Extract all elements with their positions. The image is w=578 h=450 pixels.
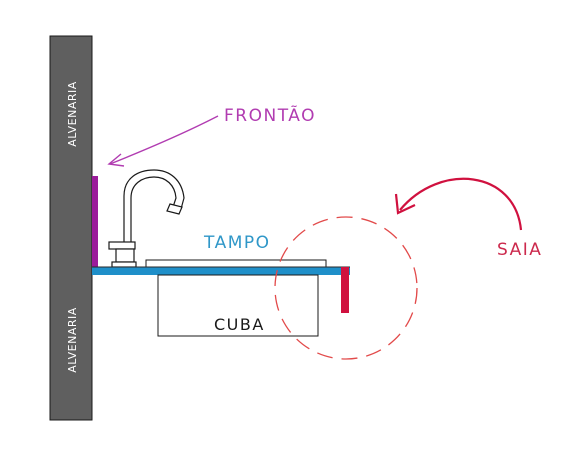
basin <box>157 274 319 337</box>
fronton-arrow <box>109 115 219 165</box>
skirt-arrowhead <box>394 193 416 215</box>
basin-rim <box>145 259 327 268</box>
faucet <box>108 169 185 268</box>
masonry-wall <box>49 35 93 421</box>
skirt-label: SAIA <box>497 240 542 260</box>
fronton-backsplash <box>92 176 98 268</box>
basin-label: CUBA <box>214 315 265 334</box>
detail-circle <box>274 216 418 360</box>
wall-label-top: ALVENARIA <box>66 81 79 147</box>
wall-label-bottom: ALVENARIA <box>66 307 79 373</box>
countertop <box>92 267 350 275</box>
skirt <box>341 267 349 313</box>
skirt-arrow <box>399 177 523 231</box>
fronton-label: FRONTÃO <box>224 104 316 126</box>
fronton-arrowhead <box>107 153 125 167</box>
countertop-label: TAMPO <box>203 233 271 253</box>
